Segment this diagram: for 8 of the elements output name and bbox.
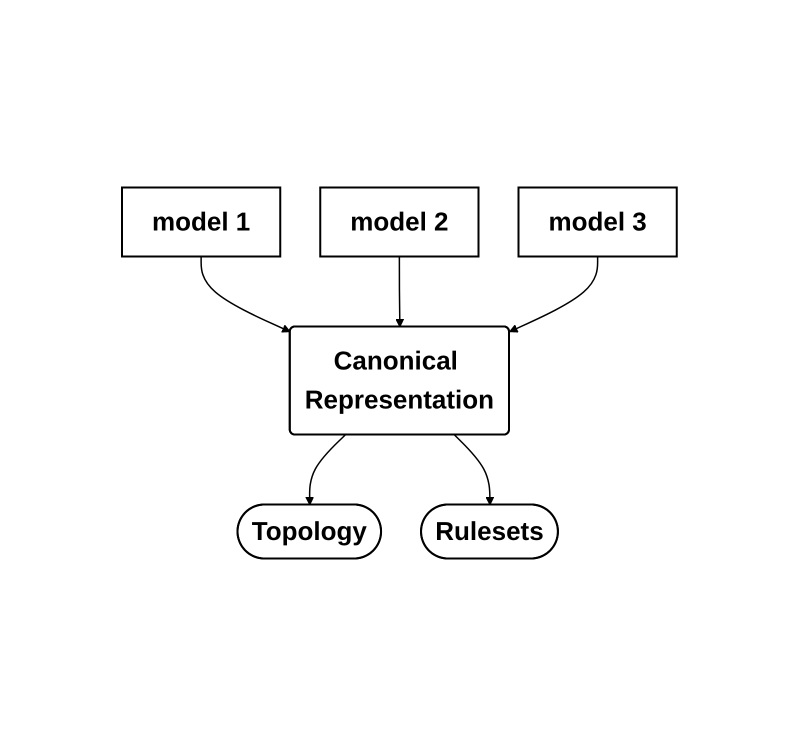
arrow [396,256,404,328]
node-box: model 2 [319,186,480,258]
arrow [509,256,598,332]
arrow [200,256,291,333]
node-box: model 3 [518,186,678,258]
arrow [454,434,494,506]
arrow [305,434,346,506]
node-box: model 1 [121,186,282,258]
